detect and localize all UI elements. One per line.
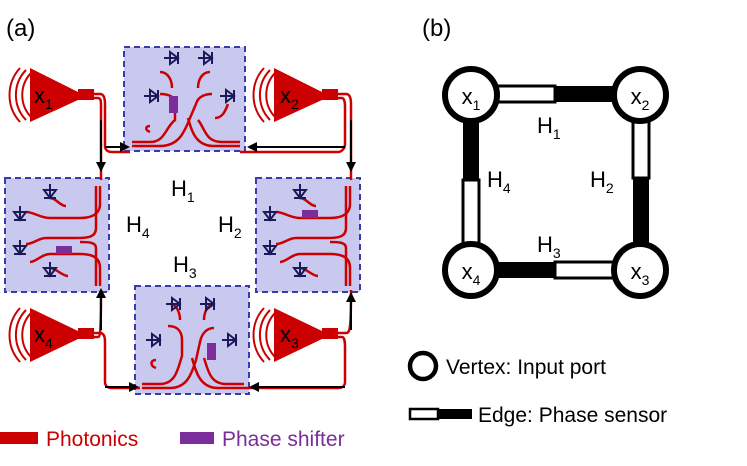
legend-edge: Edge: Phase sensor <box>408 404 667 427</box>
source-x1: x1 <box>8 67 94 123</box>
circuit-h1-label: H1 <box>171 176 195 205</box>
edge-h2 <box>631 110 651 244</box>
source-x3-label: x3 <box>280 322 299 351</box>
svg-text:x3: x3 <box>631 259 650 288</box>
svg-text:x4: x4 <box>462 259 481 288</box>
graph-h2-label: H2 <box>590 167 614 196</box>
edge-h1 <box>493 84 625 104</box>
vertex-x3: x3 <box>611 241 669 299</box>
chip-waveguides <box>25 70 352 390</box>
circuit-h2-label: H2 <box>218 212 242 241</box>
source-x2: x2 <box>252 67 338 123</box>
svg-text:x1: x1 <box>462 84 481 113</box>
source-x1-label: x1 <box>34 83 53 112</box>
legend-photonics: Photonics <box>0 428 138 451</box>
edge-h4 <box>461 112 481 246</box>
flow-arrows <box>96 120 356 392</box>
legend-photonics-label: Photonics <box>46 428 138 451</box>
svg-text:x2: x2 <box>631 84 650 113</box>
vertex-x4: x4 <box>442 241 500 299</box>
panel-b-label: (b) <box>422 15 451 42</box>
graph-h4-label: H4 <box>487 167 511 196</box>
detector-icons <box>12 50 308 348</box>
legend-edge-label: Edge: Phase sensor <box>478 404 667 427</box>
source-x4: x4 <box>8 307 94 363</box>
legend-phase-shifter-label: Phase shifter <box>222 428 345 451</box>
legend-phase-shifter: Phase shifter <box>180 428 345 451</box>
legend-vertex: Vertex: Input port <box>407 350 606 382</box>
edge-h3 <box>495 260 627 280</box>
legend-vertex-label: Vertex: Input port <box>446 356 606 379</box>
circuit-h3-label: H3 <box>173 252 197 281</box>
circuit-h4-label: H4 <box>126 212 150 241</box>
panel-a-label: (a) <box>6 15 35 42</box>
vertex-x2: x2 <box>611 66 669 124</box>
source-x4-label: x4 <box>34 322 53 351</box>
source-x2-label: x2 <box>280 83 299 112</box>
source-x3: x3 <box>252 307 338 363</box>
phase-shifters <box>56 96 318 360</box>
vertex-x1: x1 <box>442 66 500 124</box>
source-waveguides <box>94 92 353 390</box>
graph-h3-label: H3 <box>537 232 561 261</box>
graph-h1-label: H1 <box>537 113 561 142</box>
chip-h1 <box>123 46 246 152</box>
